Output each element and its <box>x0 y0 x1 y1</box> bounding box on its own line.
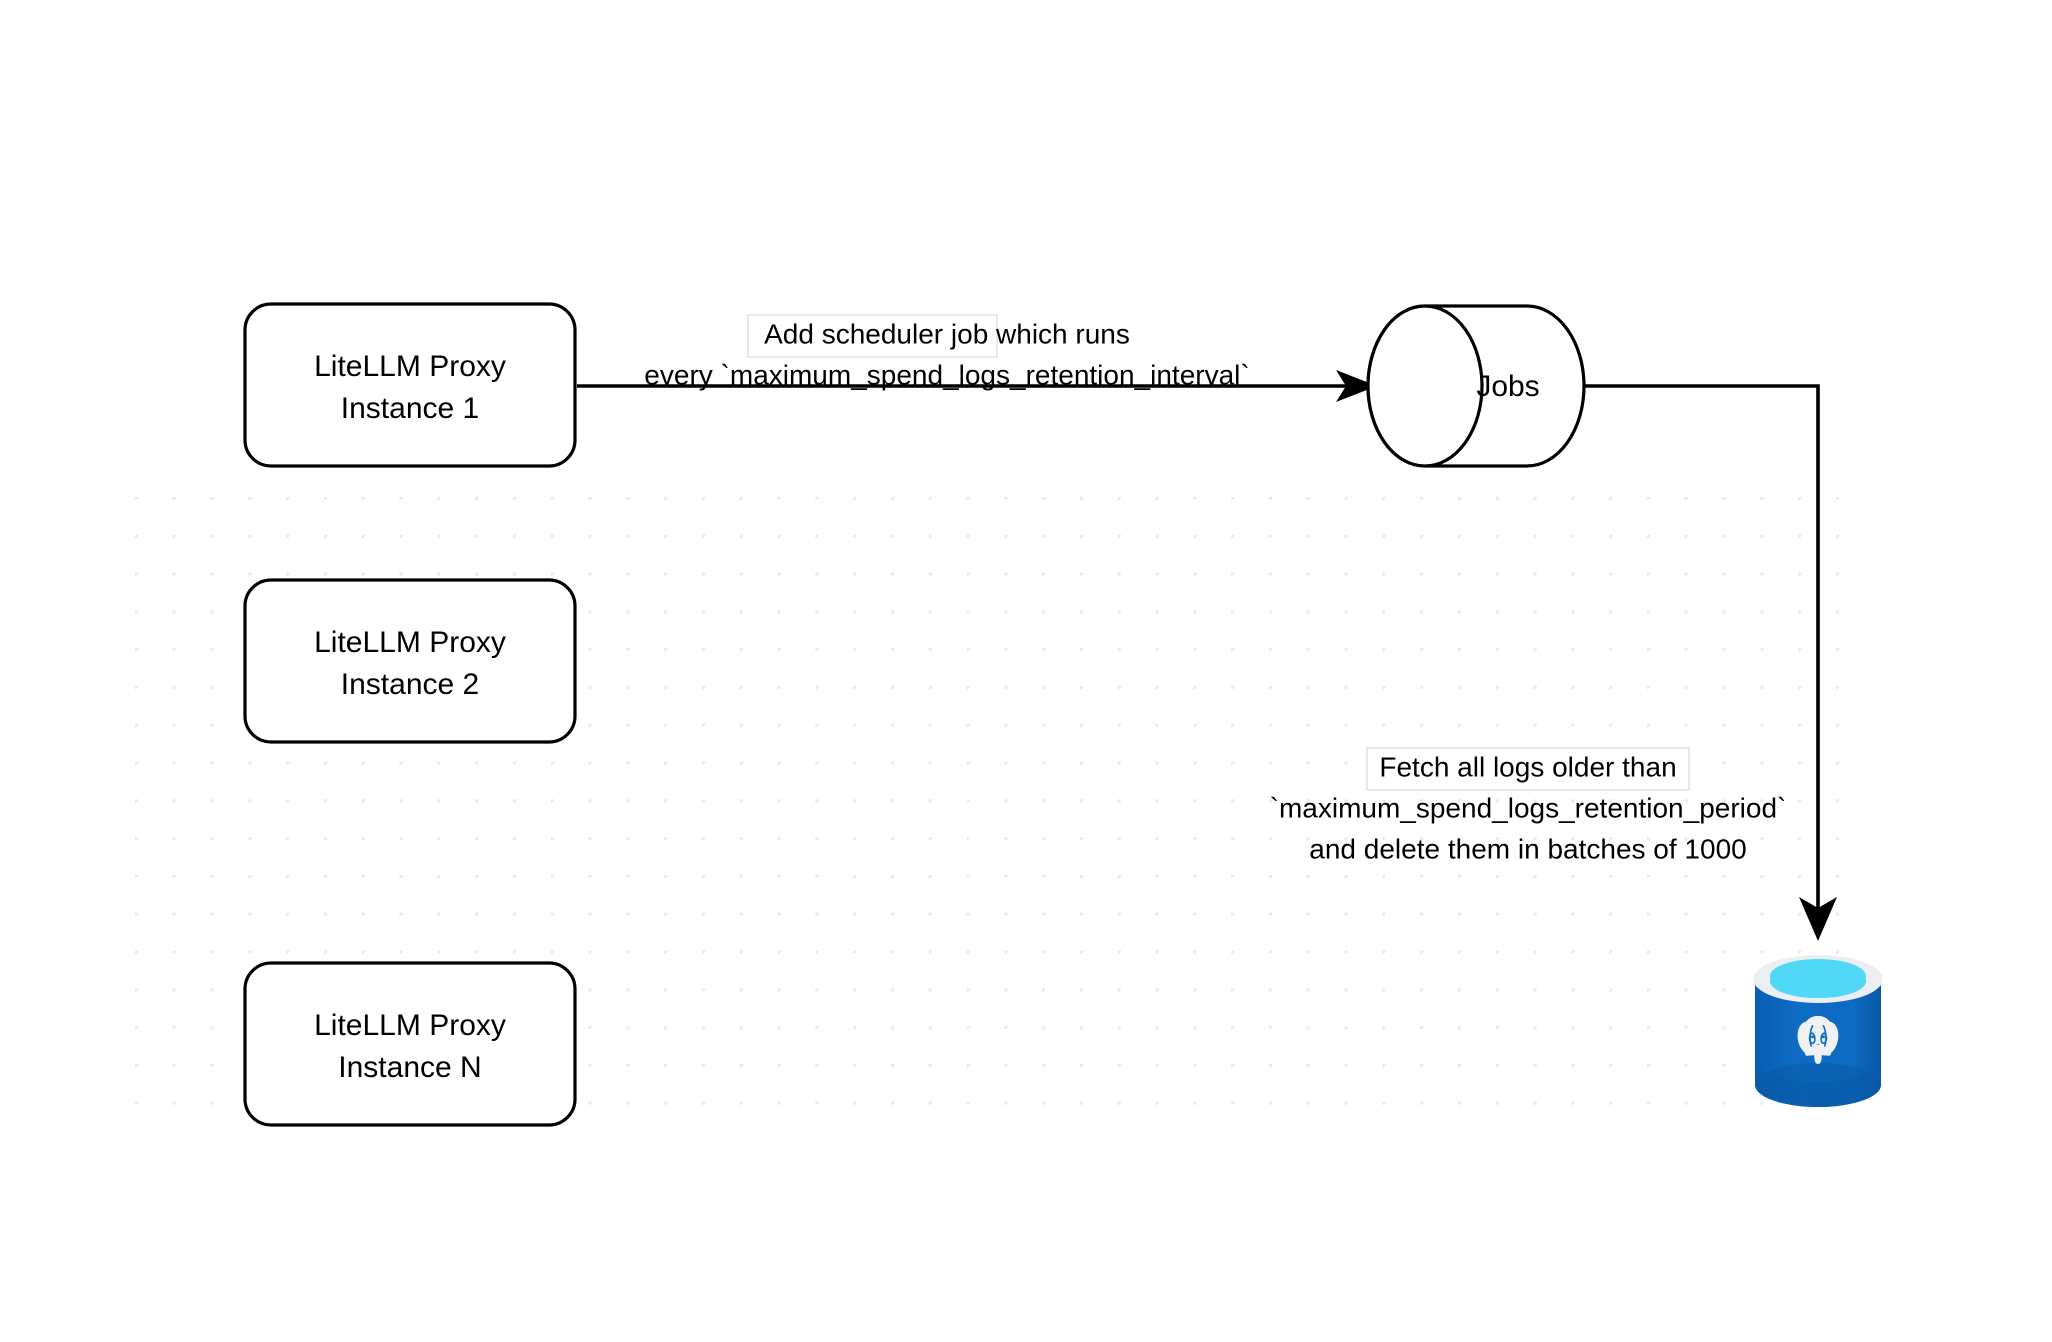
edge-label-scheduler: Add scheduler job which runs every `maxi… <box>644 314 1250 390</box>
scheduler-label-line2: every `maximum_spend_logs_retention_inte… <box>644 359 1249 390</box>
postgresql-elephant-icon <box>1797 1015 1839 1065</box>
proxy-1-label-line2: Instance 1 <box>341 392 479 425</box>
proxy-n-box[interactable] <box>243 961 577 1127</box>
jobs-cylinder-cap <box>1366 304 1484 468</box>
scheduler-label-highlight <box>747 314 998 358</box>
proxy-n-label-line2: Instance N <box>338 1051 481 1084</box>
arrow-head-down-icon <box>1799 897 1837 941</box>
edge-proxy1-to-jobs <box>577 370 1377 402</box>
edge-label-cleanup: Fetch all logs older than `maximum_spend… <box>1270 747 1787 864</box>
cleanup-label-line3: and delete them in batches of 1000 <box>1309 833 1746 864</box>
node-litellm-proxy-instance-n[interactable]: LiteLLM Proxy Instance N <box>243 961 577 1127</box>
proxy-n-label-line1: LiteLLM Proxy <box>314 1009 506 1042</box>
proxy-1-box[interactable] <box>243 302 577 468</box>
scheduler-label-line1: Add scheduler job which runs <box>764 318 1130 349</box>
cleanup-label-highlight <box>1366 747 1690 791</box>
node-litellm-proxy-instance-2[interactable]: LiteLLM Proxy Instance 2 <box>243 578 577 744</box>
proxy-2-label-line2: Instance 2 <box>341 668 479 701</box>
cleanup-label-line2: `maximum_spend_logs_retention_period` <box>1270 792 1787 823</box>
jobs-label: Jobs <box>1476 370 1539 403</box>
edge-jobs-to-database-line <box>1584 384 1820 910</box>
proxy-1-label-line1: LiteLLM Proxy <box>314 350 506 383</box>
node-litellm-proxy-instance-1[interactable]: LiteLLM Proxy Instance 1 <box>243 302 577 468</box>
proxy-2-box[interactable] <box>243 578 577 744</box>
arrow-head-icon <box>1336 370 1377 402</box>
database-opening-cyan-top <box>1770 959 1866 993</box>
node-postgresql-database[interactable] <box>1753 955 1883 1107</box>
proxy-2-label-line1: LiteLLM Proxy <box>314 626 506 659</box>
database-bottom-gradient <box>1755 1060 1881 1107</box>
edge-jobs-to-database <box>1584 384 1837 941</box>
node-jobs-queue[interactable]: Jobs <box>1366 304 1586 468</box>
database-bottom-shade <box>1755 1063 1881 1107</box>
cleanup-label-line1: Fetch all logs older than <box>1379 751 1676 782</box>
